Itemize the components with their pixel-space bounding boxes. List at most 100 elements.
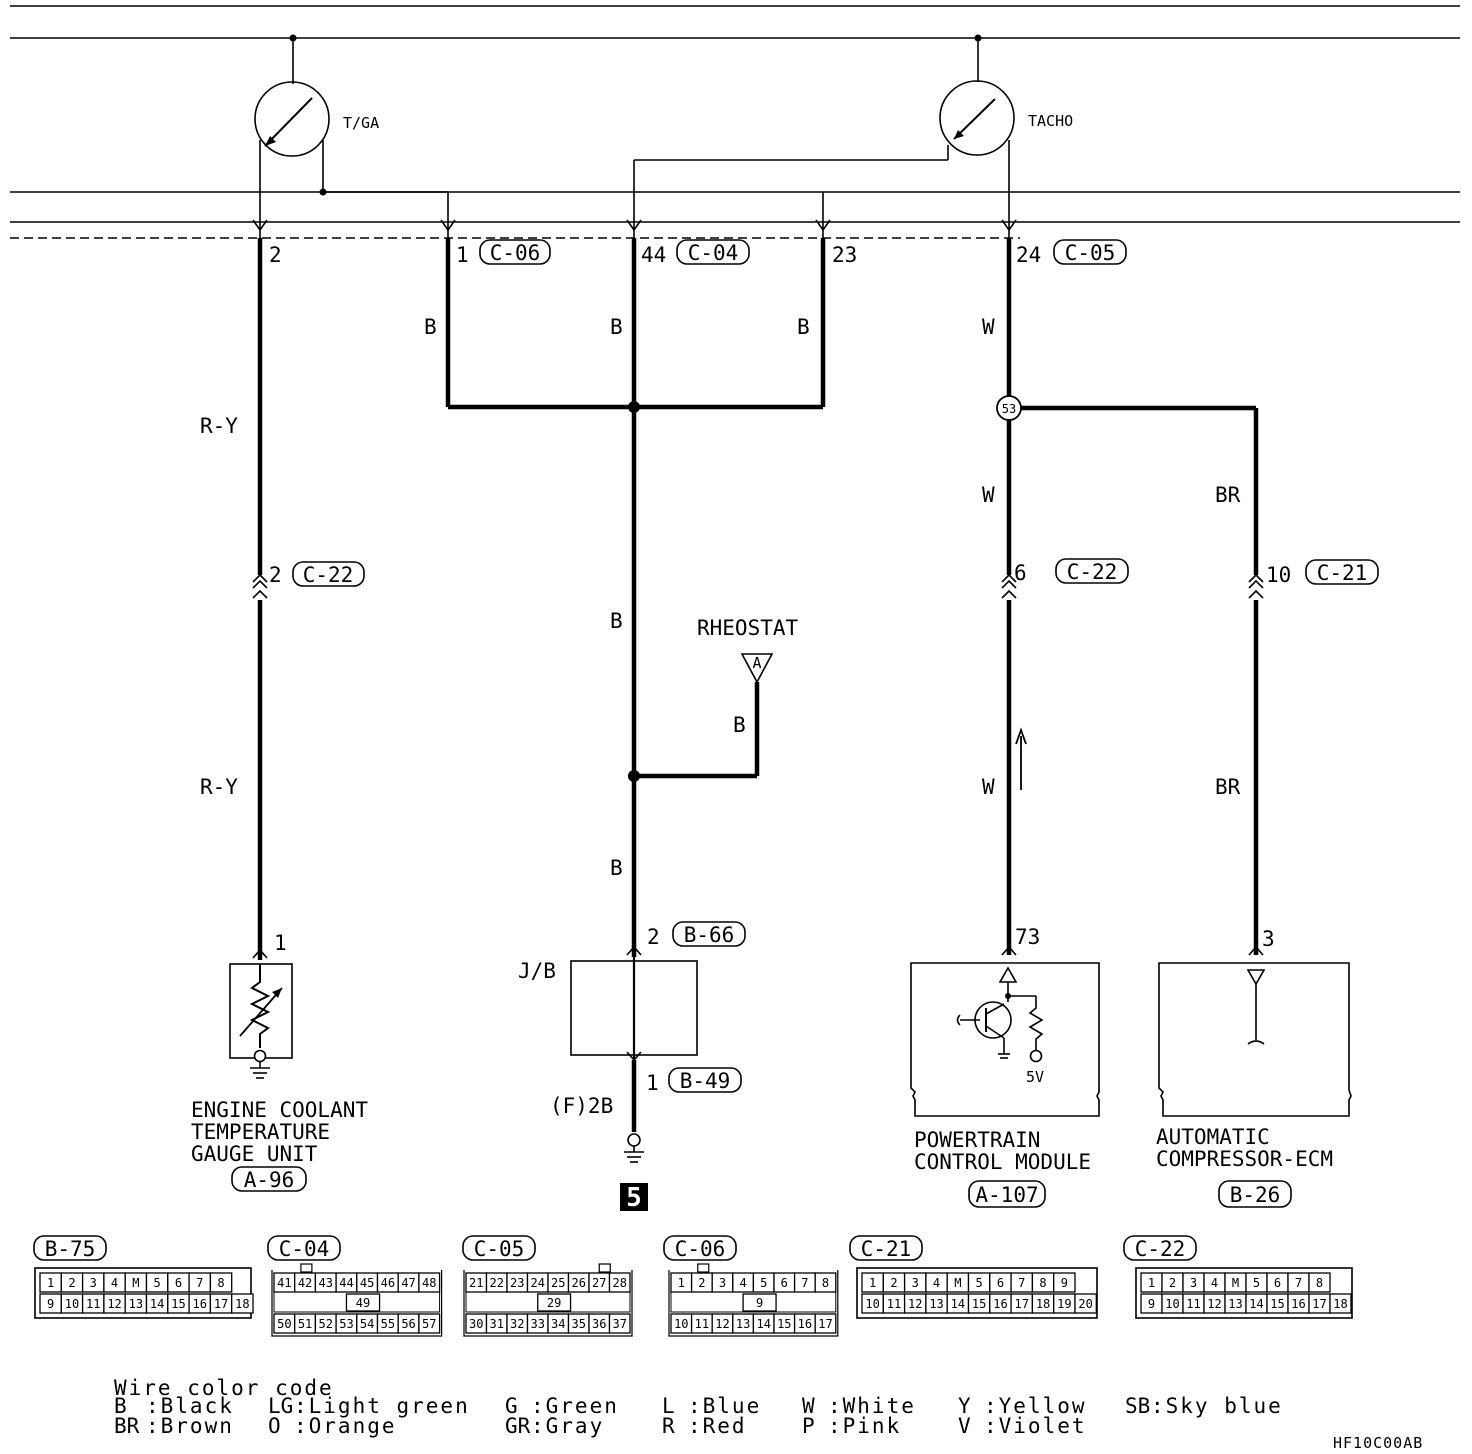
connector-pin-number: 18 (1333, 1297, 1347, 1311)
connector-middle-row (670, 1291, 837, 1313)
top-connector-arrows (252, 219, 1017, 232)
pin-44-label: 44 (641, 243, 666, 267)
top-pin-labels: 2 1 C-06 44 C-04 23 24 C-05 (269, 239, 1127, 267)
wire-color-legend: Wire color code B :Black BR :Brown LG :L… (114, 1376, 1283, 1438)
connector-pin-number: M (132, 1276, 139, 1290)
legend-name: :Yellow (984, 1394, 1087, 1418)
connector-pin-number: 18 (235, 1297, 249, 1311)
ect-name-line1: ENGINE COOLANT (191, 1098, 368, 1122)
connector-pin-number: 32 (510, 1317, 524, 1331)
ect-connector-label: A-96 (244, 1168, 295, 1192)
pcm-name-line1: POWERTRAIN (914, 1128, 1040, 1152)
connector-view-title: B-75 (45, 1237, 96, 1261)
connector-pin-number: 2 (698, 1276, 705, 1290)
connector-pin-number: 9 (1061, 1276, 1068, 1290)
legend-code: R (662, 1414, 675, 1438)
wire-label: W (982, 775, 995, 799)
connector-pin-number: 13 (129, 1297, 143, 1311)
inline-pin-label: 2 (269, 563, 282, 587)
connector-housing (463, 1270, 633, 1337)
connector-pin-cell (814, 1313, 837, 1334)
connector-pin-number: 55 (381, 1317, 395, 1331)
connector-pin-number: 15 (1270, 1297, 1284, 1311)
connector-pin-number: 14 (1249, 1297, 1263, 1311)
wire-label: B (610, 315, 623, 339)
jb-bottom-connector: B-49 (680, 1069, 731, 1093)
legend-name: :Blue (688, 1394, 761, 1418)
connector-pin-number: 11 (1186, 1297, 1200, 1311)
compressor-pin-label: 3 (1262, 927, 1275, 951)
connector-pin-number: 3 (1190, 1276, 1197, 1290)
connector-pin-number: 17 (1312, 1297, 1326, 1311)
legend-name: :Orange (294, 1414, 397, 1438)
wire-label: B (610, 856, 623, 880)
connector-pin-number: 33 (531, 1317, 545, 1331)
connector-pin-number: 8 (1039, 1276, 1046, 1290)
compressor-connector-label: B-26 (1230, 1183, 1281, 1207)
connector-pin-number: 45 (360, 1276, 374, 1290)
legend-name: :Violet (984, 1414, 1087, 1438)
connector-pin-number: 47 (401, 1276, 415, 1290)
connector-pin-number: 9 (756, 1296, 763, 1310)
connector-pin-number: 30 (469, 1317, 483, 1331)
connector-pin-number: 19 (1057, 1297, 1071, 1311)
connector-pin-cell (537, 1293, 572, 1312)
connector-pin-number: 49 (356, 1296, 370, 1310)
connector-view-title: C-06 (675, 1237, 726, 1261)
connector-pin-number: 54 (360, 1317, 374, 1331)
connector-pin-number: 48 (422, 1276, 436, 1290)
connector-pin-cell (1308, 1272, 1331, 1293)
connector-pin-number: 21 (469, 1276, 483, 1290)
connector-pin-number: 10 (65, 1297, 79, 1311)
junction-block: 2 B-66 J/B 1 B-49 (F)2B 5 (518, 921, 746, 1213)
connector-pin-number: 22 (490, 1276, 504, 1290)
connector-pin-number: 5 (760, 1276, 767, 1290)
ground-number-badge (620, 1183, 648, 1211)
inline-connector-label: C-22 (1067, 560, 1118, 584)
jb-ground-label: (F)2B (550, 1094, 613, 1118)
connector-pin-number: 18 (1036, 1297, 1050, 1311)
ect-name-line2: TEMPERATURE (191, 1120, 330, 1144)
connector-pin-number: 3 (719, 1276, 726, 1290)
connector-latch (300, 1263, 313, 1273)
jb-bottom-pin: 1 (646, 1071, 659, 1095)
connector-pin-number: 41 (277, 1276, 291, 1290)
connector-pin-number: 15 (777, 1317, 791, 1331)
connector-pin-number: 9 (47, 1297, 54, 1311)
connector-pin-number: M (1232, 1276, 1239, 1290)
inline-pin-label: 6 (1014, 561, 1027, 585)
connector-pin-number: 16 (193, 1297, 207, 1311)
connector-pin-number: 56 (401, 1317, 415, 1331)
wire-label: BR (1215, 775, 1241, 799)
connector-pin-cell (1053, 1272, 1076, 1293)
legend-code: BR (114, 1414, 140, 1438)
ect-pin-label: 1 (274, 931, 287, 955)
figure-code: HF10C00AB (1333, 1434, 1423, 1452)
connector-pin-number: 6 (175, 1276, 182, 1290)
jb-label: J/B (518, 959, 556, 983)
legend-name: :Sky blue (1151, 1394, 1283, 1418)
connector-pin-cell (418, 1313, 441, 1334)
connector-pin-number: 3 (912, 1276, 919, 1290)
connector-pin-number: 17 (214, 1297, 228, 1311)
connector-view-title: C-22 (1135, 1237, 1186, 1261)
connector-pin-number: 1 (869, 1276, 876, 1290)
pin-23-label: 23 (832, 243, 857, 267)
connector-pin-cell (1074, 1293, 1097, 1314)
wire-label: W (982, 483, 995, 507)
pin-24-label: 24 (1016, 243, 1041, 267)
connector-pin-number: 6 (781, 1276, 788, 1290)
connector-pin-number: 2 (68, 1276, 75, 1290)
pcm-pin-label: 73 (1015, 925, 1040, 949)
wires (257, 238, 1259, 960)
connector-view-title: C-05 (474, 1237, 525, 1261)
connector-pin-number: 4 (933, 1276, 940, 1290)
connector-pin-number: 5 (1253, 1276, 1260, 1290)
connector-pin-number: 16 (993, 1297, 1007, 1311)
connector-pin-number: 57 (422, 1317, 436, 1331)
